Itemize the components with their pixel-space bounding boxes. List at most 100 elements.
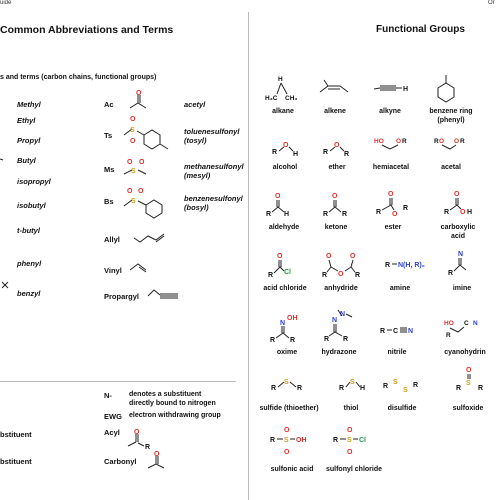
desc-ewg: electron withdrawing group [129,412,221,419]
fg-ester: ester [384,224,402,231]
oxygen-label: O [139,159,145,166]
svg-text:N: N [332,317,337,324]
svg-text:R: R [380,328,385,335]
svg-text:R: R [297,385,302,392]
oxygen-label: O [127,159,133,166]
svg-text:R: R [383,383,388,390]
svg-text:R: R [323,211,328,218]
fg-alkyne: alkyne [379,108,401,115]
svg-text:H: H [467,209,472,216]
svg-text:N: N [458,251,463,258]
name-bosyl: benzenesulfonyl (bosyl) [184,194,243,212]
vinyl-structure [129,263,147,273]
svg-text:N: N [280,320,285,327]
right-title: Functional Groups [376,24,465,35]
svg-text:R: R [456,385,461,392]
ester-structure: O R O R [376,191,408,218]
sulfonic-acid-structure: R S O O OH [270,427,307,456]
fg-nitrile: nitrile [387,349,407,356]
svg-text:R: R [333,437,338,444]
svg-text:R: R [324,336,329,343]
svg-text:O: O [454,138,459,145]
svg-text:O: O [466,367,472,374]
abbr-bs: Bs [104,197,114,206]
fg-hydrazone: hydrazone [321,349,357,356]
svg-text:H: H [284,211,289,218]
sulfoxide-structure: O S R R [456,367,483,392]
svg-text:O: O [284,427,290,434]
svg-text:S: S [466,380,471,387]
svg-text:R: R [344,151,349,158]
svg-text:O: O [347,449,353,456]
oxygen-label: O [130,138,136,145]
svg-text:R: R [322,272,327,279]
svg-text:R: R [266,211,271,218]
svg-text:R: R [444,209,449,216]
oxygen-label: O [154,451,160,458]
allyl-structure [133,233,165,243]
thiol-structure: R S H [339,379,365,392]
svg-text:O: O [460,209,466,216]
fg-thiol: thiol [343,405,359,412]
header-left: uide [0,0,12,6]
r-group-label: R [145,444,150,451]
fg-cyanohydrin: cyanohydrin [444,349,486,356]
svg-text:OH: OH [296,437,307,444]
imine-structure: N R [448,251,467,277]
svg-text:H₃C: H₃C [265,95,278,102]
alkene-structure [319,79,349,93]
mesyl-structure: S O O [123,159,147,175]
propargyl-structure [147,289,178,299]
fg-alkane: alkane [272,108,294,115]
fg-disulfide: disulfide [387,405,417,412]
svg-text:R: R [343,336,348,343]
svg-text:R: R [323,149,328,156]
fg-alkene: alkene [324,108,346,115]
section-divider [0,381,236,382]
svg-text:O: O [326,253,332,260]
oxygen-label: O [138,188,144,195]
substituent-label-1: bstituent [0,430,32,439]
svg-text:R: R [290,337,295,344]
svg-text:Cl: Cl [284,269,291,276]
svg-text:O: O [338,271,344,278]
acetyl-structure: O [129,90,147,109]
alkyl-butyl: Butyl [17,156,36,165]
fg-amine: amine [389,285,411,292]
svg-text:O: O [396,138,401,145]
svg-text:R: R [272,149,277,156]
sulfur-label: S [131,198,136,205]
oxygen-label: O [130,116,136,123]
svg-text:O: O [283,142,289,149]
svg-text:O: O [332,193,338,200]
svg-text:O: O [454,191,460,198]
svg-text:O: O [277,253,283,260]
svg-text:C: C [464,320,469,327]
fg-carboxylic-acid: carboxylic acid [440,224,476,240]
alkyl-benzyl: benzyl [17,289,41,298]
svg-text:H: H [293,151,298,158]
fg-aldehyde: aldehyde [268,224,300,231]
svg-text:N(H, R)₂: N(H, R)₂ [398,262,425,269]
acyl-structure: O R [127,429,150,451]
alkyl-isopropyl: isopropyl [17,177,51,186]
fg-ether: ether [328,164,346,171]
svg-text:R: R [460,138,465,145]
svg-text:R: R [270,337,275,344]
abbr-ts: Ts [104,131,113,140]
alkyl-ethyl: Ethyl [17,116,36,125]
svg-text:O: O [392,211,398,218]
svg-text:R: R [355,272,360,279]
fg-sulfonyl-chloride: sulfonyl chloride [325,466,383,473]
abbr-allyl: Allyl [104,235,120,244]
aldehyde-structure: O R H [266,193,289,218]
svg-text:H: H [360,385,365,392]
svg-text:CH₃: CH₃ [285,95,297,102]
alkyl-isobutyl: isobutyl [17,201,46,210]
amine-structure: R N(H, R)₂ [385,262,425,269]
svg-text:R: R [342,211,347,218]
abbr-n: N- [104,391,112,400]
svg-text:O: O [350,253,356,260]
alkyl-tbutyl: t-butyl [17,226,40,235]
fg-alcohol: alcohol [272,164,298,171]
